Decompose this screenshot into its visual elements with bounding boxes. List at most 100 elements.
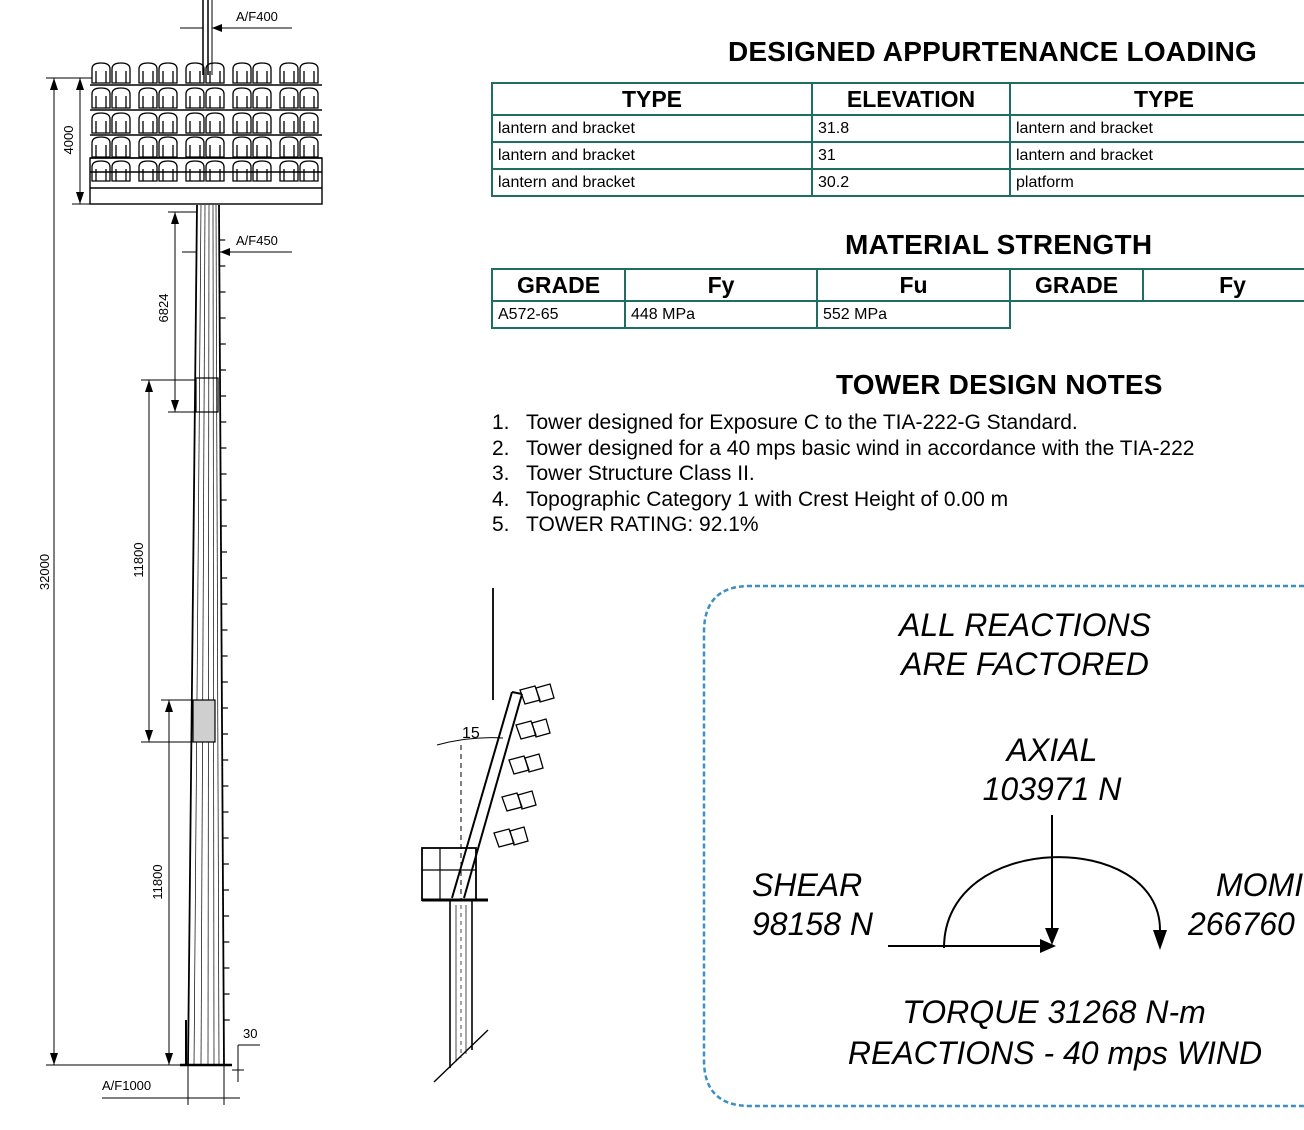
- dim-middle-label: 11800: [131, 542, 146, 577]
- lantern-fixture: [111, 136, 131, 158]
- table-cell: 31: [811, 141, 1011, 170]
- dim-overall-label: 32000: [37, 554, 52, 590]
- factored-line-1: ALL REACTIONS: [899, 607, 1151, 643]
- note-number: 3.: [492, 462, 510, 485]
- lantern-fixture: [138, 136, 158, 158]
- lantern-fixture: [158, 136, 178, 158]
- lantern-grid: [91, 62, 319, 182]
- lantern-head: [89, 84, 323, 205]
- list-item: 2.Tower designed for a 40 mps basic wind…: [492, 436, 1194, 462]
- lantern-fixture: [299, 87, 319, 109]
- lantern-fixture: [158, 112, 178, 134]
- list-item: 1. Tower designed for Exposure C to the T…: [492, 410, 1194, 436]
- appurtenance-header-type: TYPE: [491, 82, 813, 116]
- material-header-grade-2: GRADE: [1009, 268, 1144, 302]
- lantern-fixture: [205, 136, 225, 158]
- material-header-fy: Fy: [624, 268, 818, 302]
- lantern-fixture: [138, 62, 158, 84]
- table-cell: 448 MPa: [624, 300, 818, 329]
- lantern-fixture: [299, 112, 319, 134]
- lantern-fixture: [232, 136, 252, 158]
- note-number: 1.: [492, 411, 510, 434]
- lantern-fixture: [232, 160, 252, 182]
- shear-value: 98158 N: [752, 906, 873, 942]
- lantern-fixture: [299, 160, 319, 182]
- shear-label: SHEAR: [752, 867, 863, 903]
- note-text: Tower designed for a 40 mps basic wind i…: [526, 436, 1195, 460]
- lantern-fixture: [158, 160, 178, 182]
- moment-value: 266760: [1188, 906, 1295, 942]
- lantern-fixture: [158, 62, 178, 84]
- dim-head-label: 4000: [61, 126, 76, 155]
- lantern-fixture: [279, 160, 299, 182]
- lantern-fixture: [279, 87, 299, 109]
- lantern-fixture: [252, 62, 272, 84]
- lantern-fixture: [138, 160, 158, 182]
- list-item: 4.Topographic Category 1 with Crest Heig…: [492, 487, 1194, 513]
- lantern-fixture: [111, 62, 131, 84]
- tower-elevation: [46, 0, 323, 1105]
- material-header-fy-2: Fy: [1142, 268, 1304, 302]
- lantern-fixture: [91, 160, 111, 182]
- dim-upper-label: 6824: [156, 294, 171, 323]
- lantern-fixture: [91, 87, 111, 109]
- side-lanterns: [493, 683, 555, 848]
- table-row: lantern and bracket 31.8 lantern and bra…: [491, 114, 1304, 143]
- torque-reaction: TORQUE 31268 N-m: [902, 994, 1206, 1030]
- lantern-fixture: [232, 87, 252, 109]
- note-text: TOWER RATING: 92.1%: [526, 513, 759, 536]
- reactions-factored-note: ALL REACTIONS ARE FACTORED: [860, 606, 1190, 684]
- lantern-fixture: [91, 112, 111, 134]
- lantern-fixture: [205, 87, 225, 109]
- wind-reaction: REACTIONS - 40 mps WIND: [847, 1035, 1263, 1071]
- lantern-fixture: [91, 136, 111, 158]
- table-cell: lantern and bracket: [491, 168, 813, 197]
- tower-side-view: [421, 588, 555, 1083]
- lantern-fixture: [279, 136, 299, 158]
- material-header-fu: Fu: [816, 268, 1011, 302]
- lantern-fixture: [252, 160, 272, 182]
- table-cell: 552 MPa: [816, 300, 1011, 329]
- table-cell: A572-65: [491, 300, 626, 329]
- list-item: 5. TOWER RATING: 92.1%: [492, 512, 1194, 538]
- notes-list: 1. Tower designed for Exposure C to the T…: [492, 410, 1194, 538]
- factored-line-2: ARE FACTORED: [901, 646, 1149, 682]
- lantern-fixture: [138, 112, 158, 134]
- moment-label: MOMI: [1216, 867, 1304, 903]
- table-cell: 31.8: [811, 114, 1011, 143]
- material-table: GRADE Fy Fu GRADE Fy A572-65 448 MPa 552…: [491, 268, 1304, 329]
- table-cell: lantern and bracket: [1009, 114, 1304, 143]
- dim-base-label: 30: [243, 1026, 257, 1041]
- note-number: 5.: [492, 513, 510, 536]
- axial-reaction: AXIAL 103971 N: [950, 731, 1154, 809]
- ladder-rungs: [219, 239, 230, 1021]
- reactions-box: [702, 584, 1304, 1108]
- dim-lower-label: 11800: [150, 864, 165, 899]
- lantern-fixture: [252, 136, 272, 158]
- axial-label: AXIAL: [1006, 732, 1098, 768]
- table-cell: lantern and bracket: [491, 141, 813, 170]
- lantern-fixture: [252, 112, 272, 134]
- reaction-arrows: [888, 815, 1161, 949]
- table-cell: lantern and bracket: [491, 114, 813, 143]
- lantern-fixture: [232, 62, 252, 84]
- af-mid-label: A/F450: [236, 233, 278, 248]
- lantern-fixture: [158, 87, 178, 109]
- lantern-fixture: [185, 112, 205, 134]
- lantern-fixture: [252, 87, 272, 109]
- lantern-fixture: [205, 160, 225, 182]
- note-text: Tower designed for Exposure C to the TIA…: [526, 411, 1078, 434]
- table-cell-empty: [1010, 300, 1143, 328]
- lantern-fixture: [279, 112, 299, 134]
- dimension-lines: [46, 77, 260, 1105]
- af-top-label: A/F400: [236, 9, 278, 24]
- list-item: 3. Tower Structure Class II.: [492, 461, 1194, 487]
- table-cell-empty: [1143, 300, 1304, 328]
- shear-reaction: SHEAR 98158 N: [752, 866, 892, 944]
- table-cell: platform: [1009, 168, 1304, 197]
- lantern-fixture: [205, 62, 225, 84]
- moment-reaction: MOMI 266760: [1188, 866, 1304, 944]
- note-text: Tower Structure Class II.: [526, 462, 755, 485]
- lantern-fixture: [232, 112, 252, 134]
- note-text: Topographic Category 1 with Crest Height…: [526, 487, 1009, 511]
